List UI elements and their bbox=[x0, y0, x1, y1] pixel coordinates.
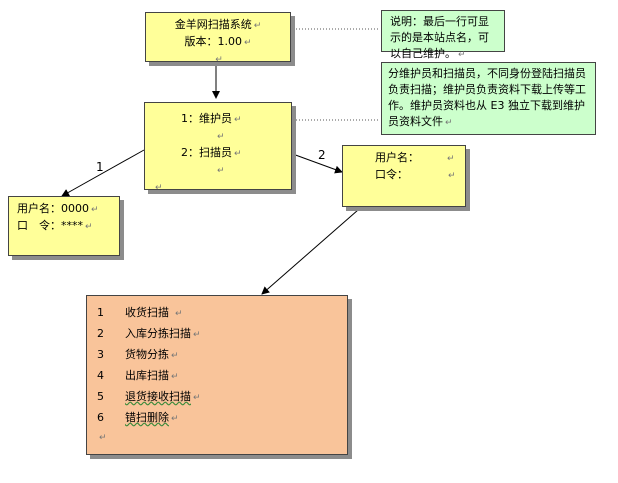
note-user-roles: 分维护员和扫描员，不同身份登陆扫描员负责扫描；维护员负责资料下载上传等工作。维护… bbox=[381, 62, 596, 135]
menu-item: 1 收货扫描 ↵ bbox=[97, 304, 183, 320]
paragraph-mark-icon: ↵ bbox=[171, 414, 179, 424]
arrow-roles-to-login-left bbox=[61, 149, 145, 197]
menu-item-number: 4 bbox=[97, 369, 104, 382]
edge-label-1: 1 bbox=[96, 160, 104, 174]
note-site-name: 说明：最后一行可显示的是本站点名，可以自己维护。↵ bbox=[381, 10, 505, 60]
menu-item-label: 退货接收扫描 bbox=[125, 390, 191, 403]
menu-item-number: 2 bbox=[97, 327, 104, 340]
username-field: 用户名：0000 bbox=[17, 202, 89, 215]
paragraph-mark-icon: ↵ bbox=[155, 183, 163, 193]
paragraph-mark-icon: ↵ bbox=[243, 38, 252, 48]
paragraph-mark-icon: ↵ bbox=[91, 205, 99, 215]
paragraph-mark-icon: ↵ bbox=[458, 50, 466, 60]
paragraph-mark-icon: ↵ bbox=[447, 154, 455, 164]
version-text: 版本：1.00 bbox=[184, 35, 242, 48]
paragraph-mark-icon: ↵ bbox=[171, 372, 179, 382]
menu-item-label: 错扫删除 bbox=[125, 411, 169, 424]
menu-item-number: 5 bbox=[97, 390, 104, 403]
paragraph-mark-icon: ↵ bbox=[234, 115, 242, 125]
login-box-scanner: 用户名： ↵ 口令： ↵ bbox=[342, 145, 466, 207]
menu-item-label: 出库扫描 bbox=[125, 369, 169, 382]
paragraph-mark-icon: ↵ bbox=[234, 149, 242, 159]
note-user-roles-text: 分维护员和扫描员，不同身份登陆扫描员负责扫描；维护员负责资料下载上传等工作。维护… bbox=[388, 67, 586, 128]
menu-item-label: 收货扫描 bbox=[125, 306, 169, 319]
menu-item: 5 退货接收扫描↵ bbox=[97, 388, 201, 404]
password-field: 口令： bbox=[375, 168, 408, 181]
menu-item: 4 出库扫描↵ bbox=[97, 367, 179, 383]
note-site-name-text: 说明：最后一行可显示的是本站点名，可以自己维护。 bbox=[390, 15, 489, 60]
menu-item-number: 3 bbox=[97, 348, 104, 361]
paragraph-mark-icon: ↵ bbox=[217, 166, 225, 176]
paragraph-mark-icon: ↵ bbox=[193, 330, 201, 340]
menu-item-number: 1 bbox=[97, 306, 104, 319]
role-option-scanner: 2：扫描员 bbox=[181, 146, 232, 159]
role-option-maintainer: 1：维护员 bbox=[181, 112, 232, 125]
menu-item-label: 入库分拣扫描 bbox=[125, 327, 191, 340]
menu-item: 6 错扫删除↵ bbox=[97, 409, 179, 425]
arrow-login-right-to-menu bbox=[261, 209, 359, 295]
paragraph-mark-icon: ↵ bbox=[217, 132, 225, 142]
paragraph-mark-icon: ↵ bbox=[171, 351, 179, 361]
paragraph-mark-icon: ↵ bbox=[448, 171, 456, 181]
paragraph-mark-icon: ↵ bbox=[445, 118, 453, 128]
login-box-maintainer: 用户名：0000↵ 口 令：****↵ bbox=[8, 196, 120, 256]
paragraph-mark-icon: ↵ bbox=[85, 222, 93, 232]
password-field: 口 令：**** bbox=[17, 219, 83, 232]
system-title-box: 金羊网扫描系统↵ 版本：1.00↵ ↵ bbox=[145, 12, 291, 65]
username-field: 用户名： bbox=[375, 151, 419, 164]
menu-item: 3 货物分拣↵ bbox=[97, 346, 179, 362]
menu-item-number: 6 bbox=[97, 411, 104, 424]
arrow-roles-to-login-right bbox=[289, 152, 343, 174]
role-select-box: 1：维护员↵ ↵ 2：扫描员↵ ↵ ↵ bbox=[144, 102, 292, 193]
paragraph-mark-icon: ↵ bbox=[215, 55, 223, 65]
paragraph-mark-icon: ↵ bbox=[99, 433, 107, 443]
paragraph-mark-icon: ↵ bbox=[175, 309, 183, 319]
paragraph-mark-icon: ↵ bbox=[253, 21, 262, 31]
edge-label-2: 2 bbox=[318, 148, 326, 162]
menu-item: 2 入库分拣扫描↵ bbox=[97, 325, 201, 341]
paragraph-mark-icon: ↵ bbox=[193, 393, 201, 403]
menu-item-label: 货物分拣 bbox=[125, 348, 169, 361]
system-name: 金羊网扫描系统 bbox=[174, 18, 252, 31]
